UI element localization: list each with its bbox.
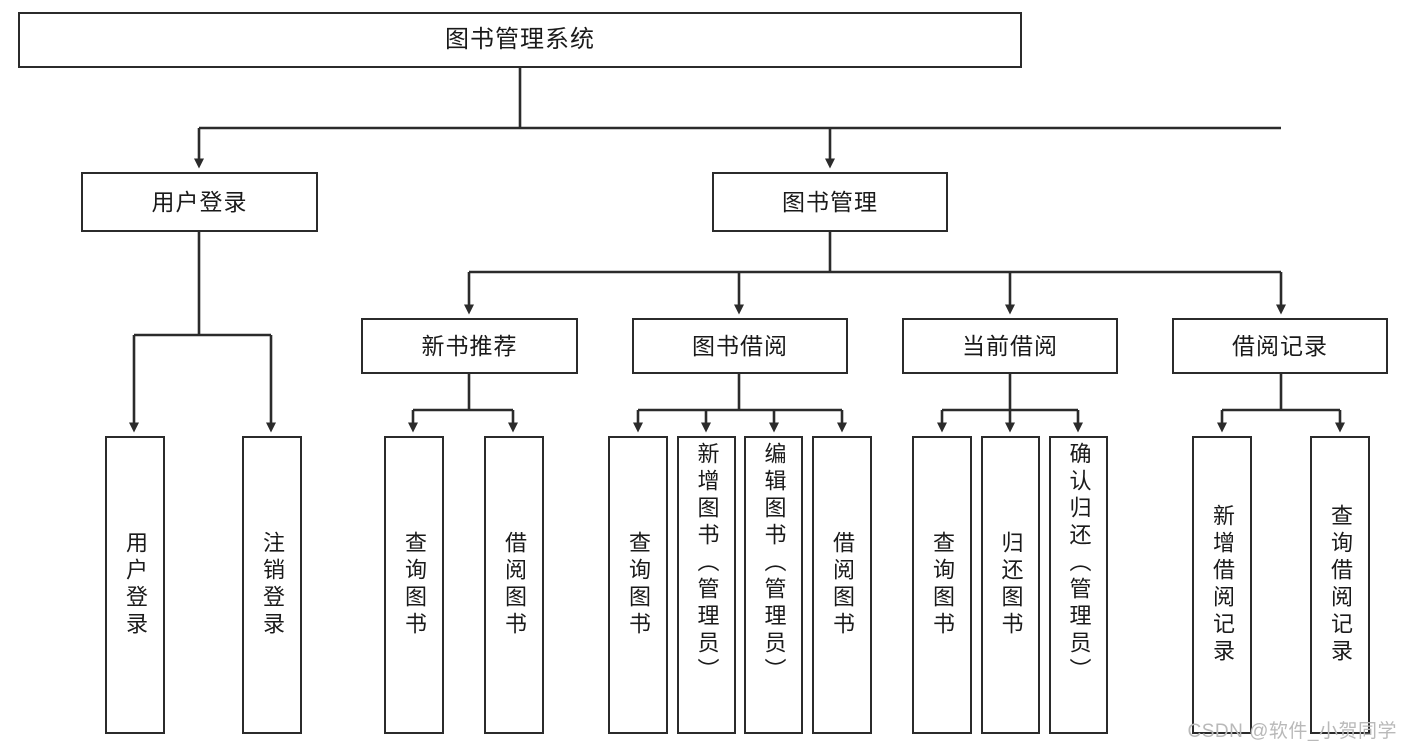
node-label: 查询图书 bbox=[626, 531, 651, 639]
node-new-book-recommend[interactable]: 新书推荐 bbox=[361, 318, 578, 374]
node-leaf-query-record[interactable]: 查询借阅记录 bbox=[1310, 436, 1370, 734]
node-label: 当前借阅 bbox=[962, 332, 1058, 359]
node-label: 新增借阅记录 bbox=[1210, 504, 1235, 666]
node-leaf-logout[interactable]: 注销登录 bbox=[242, 436, 302, 734]
node-label: 新增图书（管理员） bbox=[694, 442, 720, 685]
node-label: 借阅图书 bbox=[502, 531, 527, 639]
node-leaf-return-book[interactable]: 归还图书 bbox=[981, 436, 1040, 734]
node-label: 查询图书 bbox=[930, 531, 955, 639]
node-leaf-add-book[interactable]: 新增图书（管理员） bbox=[677, 436, 736, 734]
node-leaf-borrow-book-1[interactable]: 借阅图书 bbox=[484, 436, 544, 734]
node-label: 编辑图书（管理员） bbox=[761, 442, 787, 685]
node-book-management[interactable]: 图书管理 bbox=[712, 172, 948, 232]
node-current-borrow[interactable]: 当前借阅 bbox=[902, 318, 1118, 374]
node-label: 借阅记录 bbox=[1232, 332, 1328, 359]
node-label: 用户登录 bbox=[151, 188, 248, 215]
node-label: 图书借阅 bbox=[692, 332, 788, 359]
csdn-watermark: CSDN @软件_小贺同学 bbox=[1187, 721, 1397, 742]
node-borrow-record[interactable]: 借阅记录 bbox=[1172, 318, 1388, 374]
node-label: 新书推荐 bbox=[421, 332, 518, 359]
node-root-system[interactable]: 图书管理系统 bbox=[18, 12, 1022, 68]
node-label: 确认归还（管理员） bbox=[1066, 442, 1092, 685]
node-label: 图书管理系统 bbox=[445, 26, 595, 54]
node-leaf-edit-book[interactable]: 编辑图书（管理员） bbox=[744, 436, 803, 734]
node-leaf-query-book-2[interactable]: 查询图书 bbox=[608, 436, 668, 734]
node-leaf-user-login[interactable]: 用户登录 bbox=[105, 436, 165, 734]
node-label: 用户登录 bbox=[123, 531, 148, 639]
node-book-borrow[interactable]: 图书借阅 bbox=[632, 318, 848, 374]
node-leaf-add-record[interactable]: 新增借阅记录 bbox=[1192, 436, 1252, 734]
node-leaf-confirm-return[interactable]: 确认归还（管理员） bbox=[1049, 436, 1108, 734]
node-leaf-query-book-1[interactable]: 查询图书 bbox=[384, 436, 444, 734]
node-label: 图书管理 bbox=[782, 188, 878, 215]
node-label: 归还图书 bbox=[998, 531, 1024, 639]
node-label: 查询借阅记录 bbox=[1328, 504, 1353, 666]
node-leaf-borrow-book-2[interactable]: 借阅图书 bbox=[812, 436, 872, 734]
node-user-login[interactable]: 用户登录 bbox=[81, 172, 318, 232]
node-leaf-query-book-3[interactable]: 查询图书 bbox=[912, 436, 972, 734]
node-label: 注销登录 bbox=[260, 531, 285, 639]
node-label: 查询图书 bbox=[402, 531, 427, 639]
node-label: 借阅图书 bbox=[830, 531, 855, 639]
